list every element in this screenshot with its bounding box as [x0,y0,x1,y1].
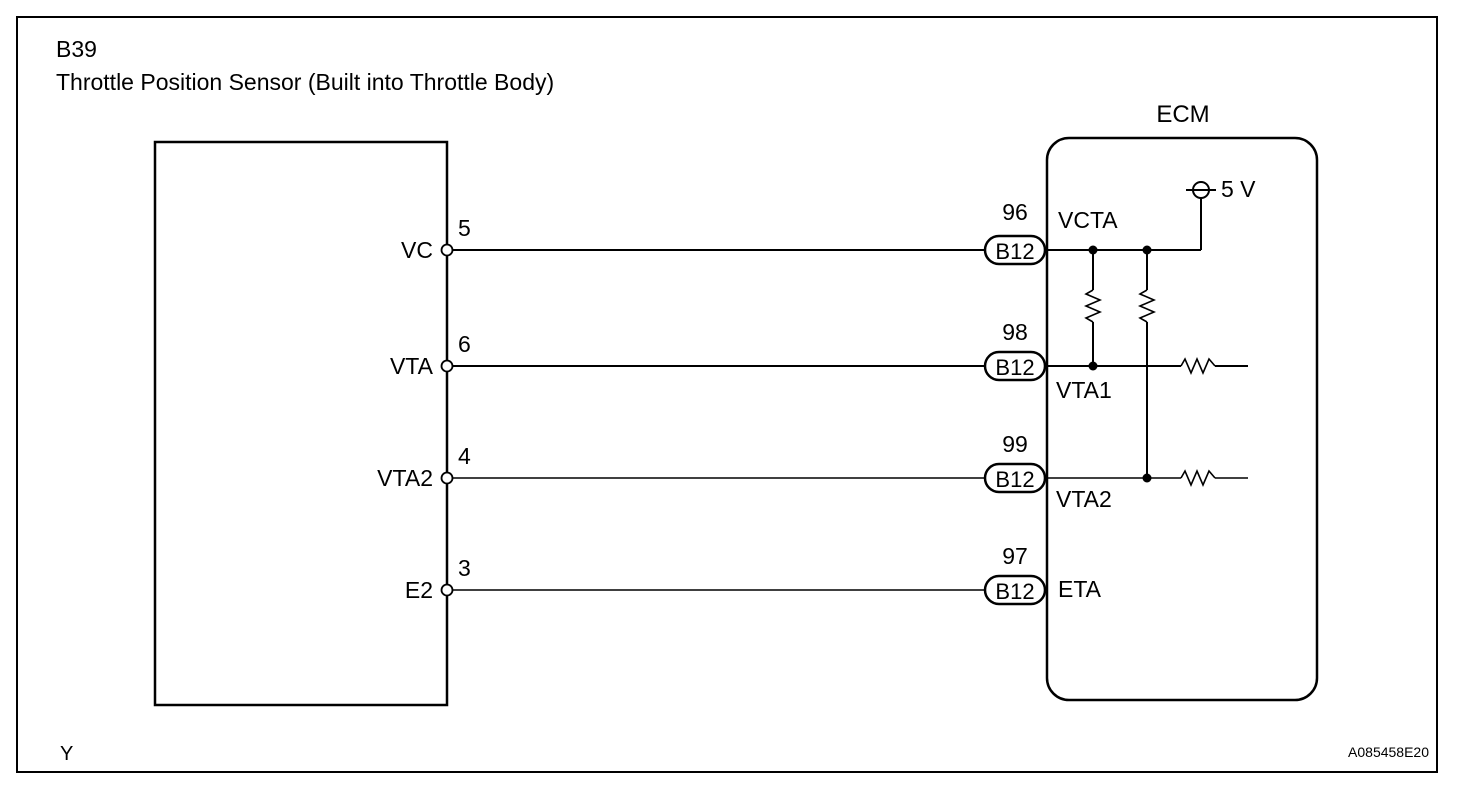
ecm-pin-number: 99 [1002,431,1028,457]
junction-dot [1142,473,1152,483]
vta2-pullup-resistor [1137,289,1157,323]
terminal-circle [440,359,454,373]
sensor-terminal-label: VC [401,237,433,263]
component-title: Throttle Position Sensor (Built into Thr… [56,69,554,95]
throttle-position-sensor-box [153,140,449,707]
terminal-circle [440,243,454,257]
ecm-terminal-label: VTA2 [1056,486,1112,512]
connector-code: B39 [56,36,97,62]
diagram-frame [16,16,1438,773]
sensor-pin-number: 4 [458,443,471,469]
wire-vta2: VTA2 4 99 B12 VTA2 [377,431,1112,512]
ecm-internal-circuit [1045,189,1248,488]
wire-vta: VTA 6 98 B12 VTA1 [390,319,1112,403]
connector-code: B12 [995,467,1034,492]
connector-code: B12 [995,579,1034,604]
terminal-circle [440,583,454,597]
ecm-terminal-label: VCTA [1058,207,1118,233]
sensor-terminal-label: VTA2 [377,465,433,491]
sensor-pin-number: 6 [458,331,471,357]
ecm-terminal-label: VTA1 [1056,377,1112,403]
figure-id: A085458E20 [1348,744,1429,760]
sensor-terminal-label: E2 [405,577,433,603]
connector-badge [983,574,1047,606]
ecm-pin-number: 98 [1002,319,1028,345]
junction-dot [1088,361,1098,371]
ecm-box [1045,136,1319,702]
junction-dot [1088,245,1098,255]
sensor-terminal-label: VTA [390,353,434,379]
ecm-pin-number: 97 [1002,543,1028,569]
vta1-series-resistor [1180,356,1216,376]
footer-left-code: Y [60,743,73,765]
ecm-terminal-label: ETA [1058,576,1102,602]
sensor-pin-number: 5 [458,215,471,241]
ecm-pin-number: 96 [1002,199,1028,225]
sensor-pin-number: 3 [458,555,471,581]
supply-voltage-label: 5 V [1221,176,1256,202]
ecm-label: ECM [1156,101,1209,128]
junction-dot [1142,245,1152,255]
connector-code: B12 [995,355,1034,380]
vta1-pullup-resistor [1083,289,1103,323]
terminal-circle [440,471,454,485]
wire-e2: E2 3 97 B12 ETA [405,543,1102,606]
wire-vc: VC 5 96 B12 VCTA [401,199,1118,266]
vta2-series-resistor [1180,468,1216,488]
connector-code: B12 [995,239,1034,264]
